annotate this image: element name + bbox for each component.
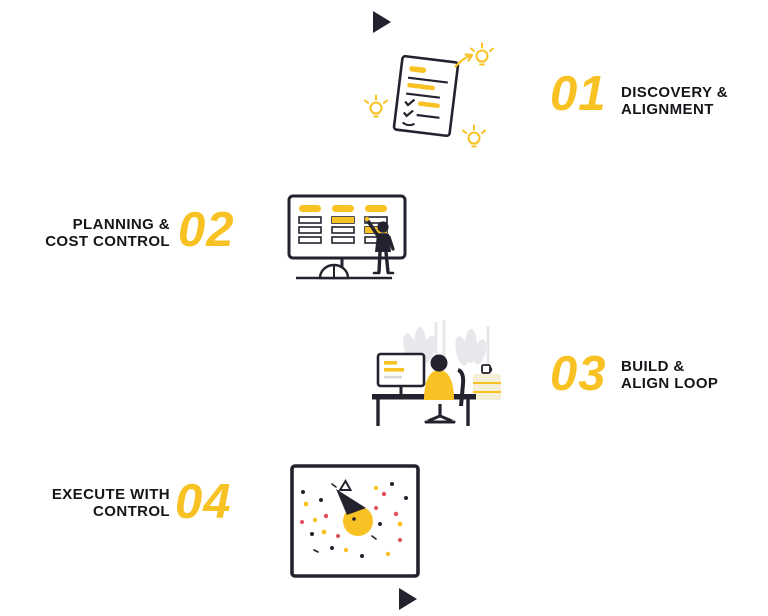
step-1-label-line-1: DISCOVERY & <box>621 84 728 101</box>
play-icon-top <box>372 10 392 39</box>
step-2-label-line-2: COST CONTROL <box>45 233 170 251</box>
step-1-label-line-2: ALIGNMENT <box>621 101 714 119</box>
step-2-label-line-1: PLANNING & <box>72 216 170 233</box>
step-3-label-line-2: ALIGN LOOP <box>621 375 719 393</box>
kanban-presentation-illustration <box>282 190 414 292</box>
developer-desk-illustration <box>370 318 510 430</box>
document-ideas-illustration <box>358 42 498 154</box>
step-4-label-line-1: EXECUTE WITH <box>51 486 170 503</box>
step-1-number: 01 <box>550 67 607 121</box>
step-4-number: 04 <box>175 475 232 529</box>
step-1-label: DISCOVERY & ALIGNMENT <box>621 84 728 118</box>
step-4-label-line-2: CONTROL <box>93 503 170 521</box>
step-3-label: BUILD & ALIGN LOOP <box>621 358 718 392</box>
step-4-label: EXECUTE WITH CONTROL <box>6 486 170 520</box>
step-2-label: PLANNING & COST CONTROL <box>6 216 170 250</box>
step-3-label-line-1: BUILD & <box>621 358 685 375</box>
play-icon-bottom <box>398 587 418 616</box>
step-2-number: 02 <box>178 203 235 257</box>
scatter-board-illustration <box>288 462 422 580</box>
step-3-number: 03 <box>550 347 607 401</box>
